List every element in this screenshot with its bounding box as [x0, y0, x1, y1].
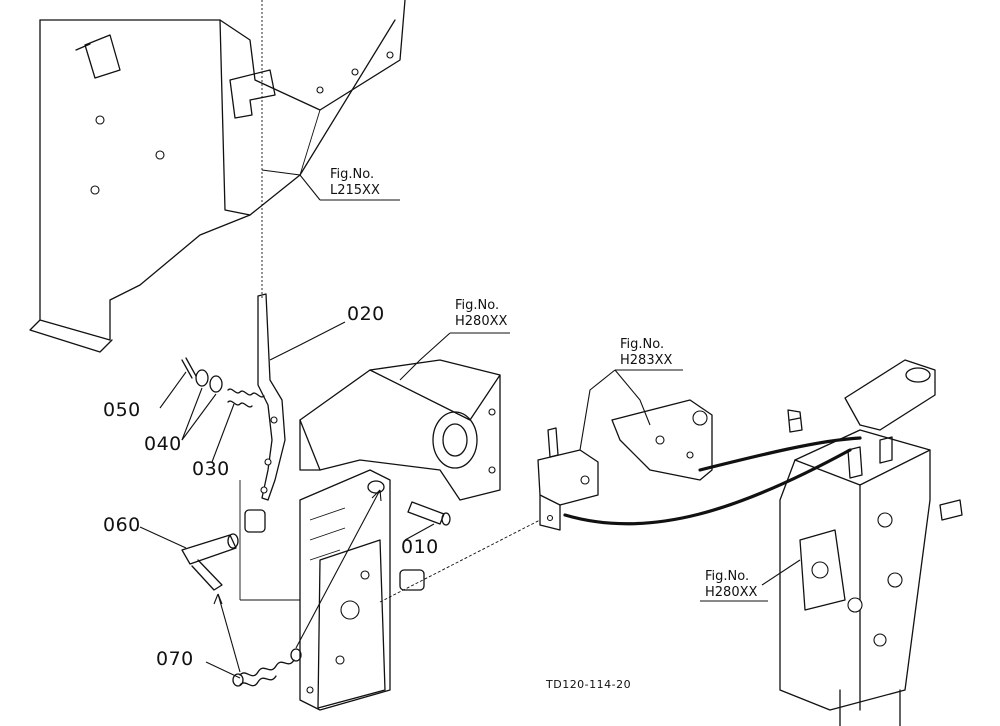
- figure-ref-code: H280XX: [705, 585, 758, 600]
- bracket-h280: [299, 359, 501, 501]
- figure-ref-code: L215XX: [330, 183, 380, 198]
- part-number-020: 020: [347, 303, 385, 325]
- figure-ref-label: Fig.No.: [620, 337, 665, 352]
- fender-panel: [29, 0, 406, 353]
- lever-bracket-h283: [611, 399, 713, 481]
- leader-lines: [139, 169, 801, 679]
- figure-ref-h280-right: Fig.No. H280XX: [705, 569, 757, 601]
- figure-ref-label: Fig.No.: [455, 298, 500, 313]
- control-cables: [563, 436, 862, 526]
- figure-ref-l215: Fig.No. L215XX: [330, 167, 380, 199]
- figure-ref-code: H280XX: [455, 314, 508, 329]
- pin-washer-spring: [181, 357, 265, 408]
- figure-ref-h283: Fig.No. H283XX: [620, 337, 672, 369]
- part-number-060: 060: [103, 514, 141, 536]
- figure-ref-h280-top: Fig.No. H280XX: [455, 298, 507, 330]
- pin-060: [181, 533, 239, 591]
- figure-ref-code: H283XX: [620, 353, 673, 368]
- part-number-050: 050: [103, 399, 141, 421]
- part-number-040: 040: [144, 433, 182, 455]
- mounting-plate: [299, 469, 391, 711]
- part-number-070: 070: [156, 648, 194, 670]
- pin-010: [407, 501, 451, 526]
- part-number-010: 010: [401, 536, 439, 558]
- figure-ref-label: Fig.No.: [705, 569, 750, 584]
- figure-ref-label: Fig.No.: [330, 167, 375, 182]
- bushings: [244, 480, 425, 591]
- spring-070: [213, 489, 382, 687]
- part-number-030: 030: [192, 458, 230, 480]
- lever-020: [257, 293, 286, 501]
- drawing-code: TD120-114-20: [546, 678, 632, 691]
- control-valve-block: [779, 359, 963, 726]
